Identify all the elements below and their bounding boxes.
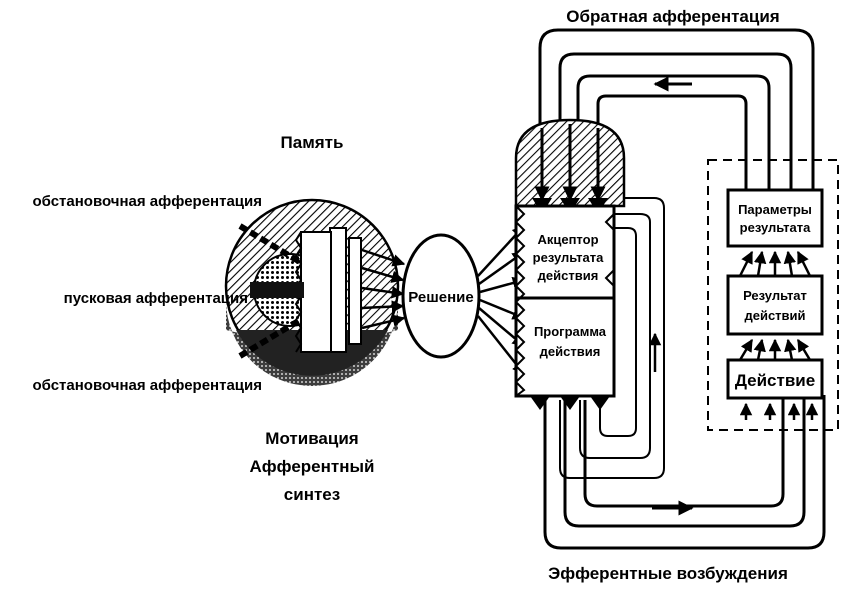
efferent-to-action-arrows (739, 402, 819, 420)
result-parameters-box (726, 188, 824, 248)
result-parameters-label-line1: Параметры (738, 202, 812, 217)
afferent-synthesis-label-line1: Афферентный (250, 457, 375, 476)
acceptor-cap (514, 118, 626, 214)
acceptor-label-line2: результата (533, 250, 604, 265)
external-world-box (707, 159, 839, 431)
action-to-result-arrows (738, 338, 812, 361)
result-to-params-arrows (738, 250, 812, 277)
situational-afferentation-top-label: обстановочная афферентация (32, 193, 262, 210)
action-result-box (726, 274, 824, 336)
trigger-afferentation-label: пусковая афферентация (64, 290, 248, 307)
synthesis-column-1 (329, 227, 347, 353)
efferent-excitations-label: Эфферентные возбуждения (548, 564, 788, 583)
program-label-line2: действия (540, 344, 601, 359)
action-box (726, 358, 824, 400)
memory-label: Память (281, 133, 344, 152)
synthesis-column-2 (348, 237, 362, 345)
situational-afferentation-bottom-label: обстановочная афферентация (32, 377, 262, 394)
efferent-loops (543, 395, 826, 550)
afferent-synthesis-label-line2: синтез (284, 485, 340, 504)
motivation-label: Мотивация (265, 429, 358, 448)
decision-node (401, 233, 481, 359)
decision-label: Решение (408, 289, 473, 306)
acceptor-label-line3: действия (538, 268, 599, 283)
feedback-loops (538, 28, 815, 192)
synthesis-to-decision-arrows (361, 248, 406, 330)
program-label-line1: Программа (534, 324, 607, 339)
action-block (514, 204, 616, 410)
afferent-synthesis-block (224, 198, 400, 386)
result-parameters-label-line2: результата (740, 220, 811, 235)
acceptor-label-line1: Акцептор (537, 232, 598, 247)
collateral-loops (559, 197, 665, 479)
action-label: Действие (735, 371, 815, 390)
action-result-label-line2: действий (744, 308, 805, 323)
feedback-afferentation-label: Обратная афферентация (566, 7, 779, 26)
action-result-label-line1: Результат (743, 288, 807, 303)
